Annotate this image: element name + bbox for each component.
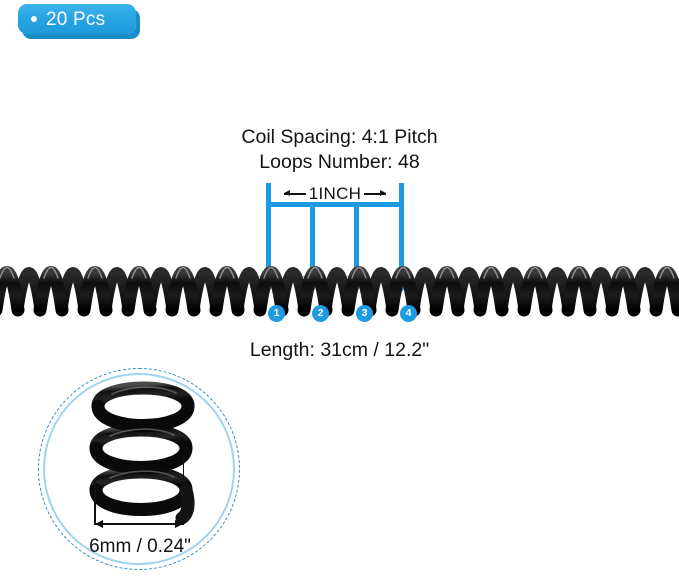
- inch-endcap-right: [399, 183, 404, 204]
- loop-marker-4: 4: [400, 305, 417, 322]
- arrow-head-left-icon: [95, 519, 103, 528]
- inch-dimension-label: 1INCH: [266, 183, 404, 204]
- pointer-arrow-1-icon: [266, 205, 271, 277]
- quantity-badge: 20 Pcs: [18, 4, 136, 34]
- arrow-left-icon: [283, 189, 306, 198]
- pointer-arrow-2-icon: [310, 205, 315, 277]
- inch-endcap-left: [266, 183, 271, 204]
- loop-marker-2: 2: [312, 305, 329, 322]
- coil-spacing-text: Coil Spacing: 4:1 Pitch: [241, 126, 438, 148]
- coil-closeup-illustration: [89, 381, 195, 525]
- width-tick-left: [94, 480, 96, 524]
- inch-measurement-group: 1INCH: [266, 183, 404, 278]
- width-dimension-line: [94, 523, 184, 525]
- arrow-right-icon: [364, 189, 387, 198]
- quantity-badge-label: 20 Pcs: [46, 8, 106, 30]
- coil-spring-illustration: [0, 266, 679, 317]
- width-tick-right: [182, 456, 184, 524]
- detail-magnifier: 6mm / 0.24": [38, 368, 242, 572]
- width-dimension-arrow: [94, 456, 184, 530]
- pointer-arrow-4-icon: [399, 205, 404, 277]
- magnifier-solid-ring: [43, 373, 235, 565]
- loop-marker-1: 1: [268, 305, 285, 322]
- width-label-text: 6mm / 0.24": [89, 536, 191, 557]
- loops-number-text: Loops Number: 48: [259, 151, 420, 173]
- bullet-dot-icon: [31, 16, 37, 22]
- arrow-head-right-icon: [175, 519, 183, 528]
- length-text: Length: 31cm / 12.2": [249, 339, 430, 361]
- magnifier-dashed-ring: [38, 368, 240, 570]
- inch-horizontal-bar: [266, 202, 404, 207]
- pointer-arrow-3-icon: [354, 205, 359, 277]
- inch-label-text: 1INCH: [308, 184, 362, 203]
- loop-marker-3: 3: [356, 305, 373, 322]
